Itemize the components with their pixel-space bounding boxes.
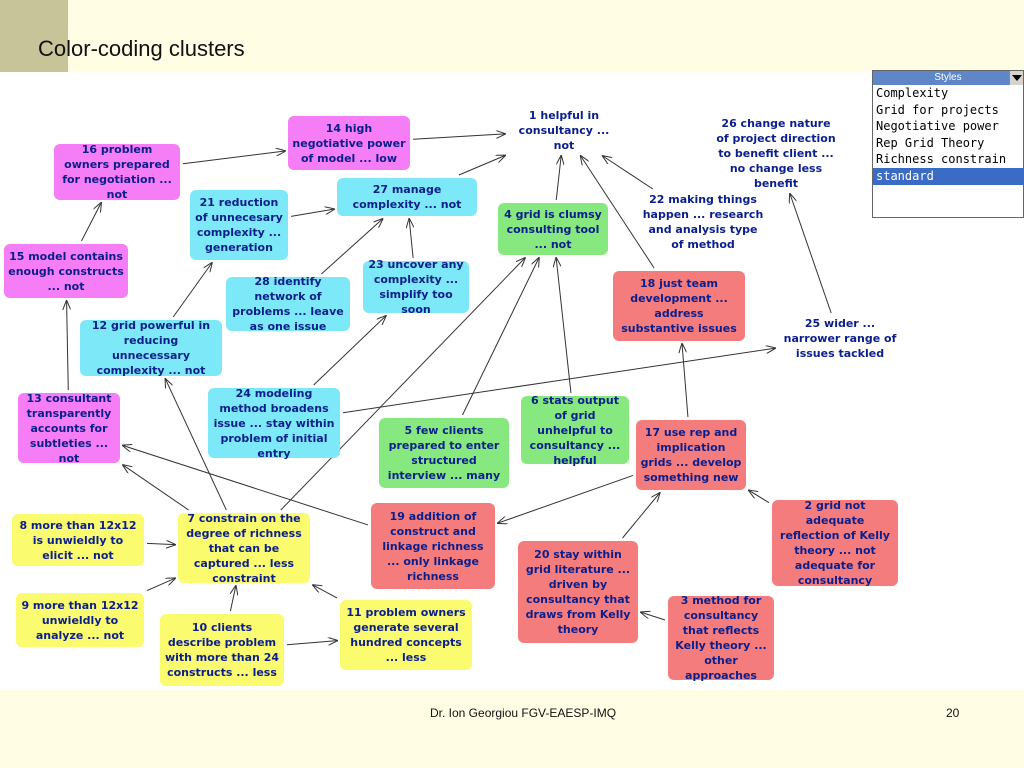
link-n28-to-n27 [321, 219, 382, 275]
node-7[interactable]: 7 constrain on the degree of richness th… [178, 512, 310, 585]
link-n13-to-n15 [67, 301, 69, 391]
footer-author: Dr. Ion Georgiou FGV-EAESP-IMQ [430, 706, 617, 720]
link-n24-to-n25 [342, 348, 775, 414]
link-n6-to-n4 [556, 258, 572, 394]
link-n23-to-n27 [409, 219, 413, 259]
page-number: 20 [946, 706, 960, 720]
chevron-down-icon[interactable] [1009, 71, 1023, 85]
node-17[interactable]: 17 use rep and implication grids ... dev… [636, 420, 746, 490]
styles-panel[interactable]: Styles Complexity Grid for projects Nego… [872, 70, 1024, 218]
link-n27-to-n1 [458, 155, 505, 176]
node-16[interactable]: 16 problem owners prepared for negotiati… [54, 143, 180, 201]
node-14[interactable]: 14 high negotiative power of model ... l… [288, 116, 410, 170]
styles-item-standard[interactable]: standard [873, 167, 1023, 185]
node-2[interactable]: 2 grid not adequate reflection of Kelly … [772, 499, 898, 587]
node-5[interactable]: 5 few clients prepared to enter structur… [379, 418, 509, 488]
link-n10-to-n11 [286, 641, 337, 645]
node-1[interactable]: 1 helpful in consultancy ... not [518, 109, 610, 152]
link-n17-to-n18 [682, 344, 689, 418]
link-n9-to-n7 [146, 578, 175, 592]
styles-panel-header: Styles [873, 71, 1023, 85]
link-n22-to-n1 [603, 156, 654, 190]
link-n24-to-n23 [313, 316, 386, 386]
link-n16-to-n14 [182, 151, 285, 165]
node-24[interactable]: 24 modeling method broadens issue ... st… [208, 387, 340, 460]
link-n21-to-n27 [290, 209, 334, 217]
corner-accent [0, 0, 68, 72]
link-n10-to-n7 [229, 586, 235, 612]
node-27[interactable]: 27 manage complexity ... not [337, 178, 477, 216]
styles-item-complexity[interactable]: Complexity [876, 86, 949, 100]
link-n7-to-n4 [280, 258, 525, 511]
node-12[interactable]: 12 grid powerful in reducing unnecessary… [80, 319, 222, 377]
node-18[interactable]: 18 just team development ... address sub… [613, 271, 745, 341]
link-n25-to-n26 [790, 194, 832, 314]
node-20[interactable]: 20 stay within grid literature ... drive… [518, 541, 638, 643]
node-28[interactable]: 28 identify network of problems ... leav… [226, 275, 350, 333]
styles-item-negotiative-power[interactable]: Negotiative power [876, 119, 999, 134]
link-n12-to-n21 [172, 263, 212, 318]
node-9[interactable]: 9 more than 12x12 unwieldly to analyze .… [16, 593, 144, 647]
node-23[interactable]: 23 uncover any complexity ... simplify t… [363, 258, 469, 316]
link-n7-to-n13 [123, 465, 189, 511]
link-n8-to-n7 [146, 543, 175, 544]
link-layer [0, 72, 832, 690]
link-n3-to-n20 [641, 612, 666, 621]
link-n19-to-n13 [123, 446, 369, 526]
node-3[interactable]: 3 method for consultancy that reflects K… [668, 594, 774, 682]
link-n15-to-n16 [81, 203, 101, 242]
node-8[interactable]: 8 more than 12x12 is unwieldly to elicit… [12, 514, 144, 566]
link-n2-to-n17 [749, 490, 770, 504]
node-6[interactable]: 6 stats output of grid unhelpful to cons… [521, 394, 629, 467]
node-13[interactable]: 13 consultant transparently accounts for… [18, 392, 120, 465]
styles-item-grid-for-projects[interactable]: Grid for projects [876, 102, 999, 117]
node-19[interactable]: 19 addition of construct and linkage ric… [371, 503, 495, 589]
node-21[interactable]: 21 reduction of unnecesary complexity ..… [190, 190, 288, 260]
link-n11-to-n7 [313, 585, 338, 599]
node-4[interactable]: 4 grid is clumsy consulting tool ... not [498, 203, 608, 255]
link-n14-to-n1 [412, 134, 505, 140]
diagram-canvas: 1 helpful in consultancy ... not 2 grid … [0, 72, 1024, 690]
node-10[interactable]: 10 clients describe problem with more th… [160, 614, 284, 686]
link-n17-to-n19 [498, 474, 634, 523]
styles-item-rep-grid-theory[interactable]: Rep Grid Theory [876, 135, 985, 150]
node-26[interactable]: 26 change nature of project direction to… [716, 117, 836, 190]
link-n5-to-n4 [462, 258, 538, 416]
link-n7-to-n12 [165, 379, 227, 511]
link-n4-to-n1 [555, 156, 561, 201]
styles-header-label: Styles [934, 72, 962, 83]
link-n20-to-n17 [622, 493, 660, 539]
node-11[interactable]: 11 problem owners generate several hundr… [340, 600, 472, 670]
node-22[interactable]: 22 making things happen ... research and… [642, 193, 764, 251]
link-n18-to-n1 [581, 156, 655, 269]
slide-title: Color-coding clusters [38, 36, 245, 61]
styles-item-richness-constrain[interactable]: Richness constrain [876, 152, 1007, 167]
node-15[interactable]: 15 model contains enough constructs ... … [4, 244, 128, 298]
node-25[interactable]: 25 wider ... narrower range of issues ta… [783, 317, 897, 360]
